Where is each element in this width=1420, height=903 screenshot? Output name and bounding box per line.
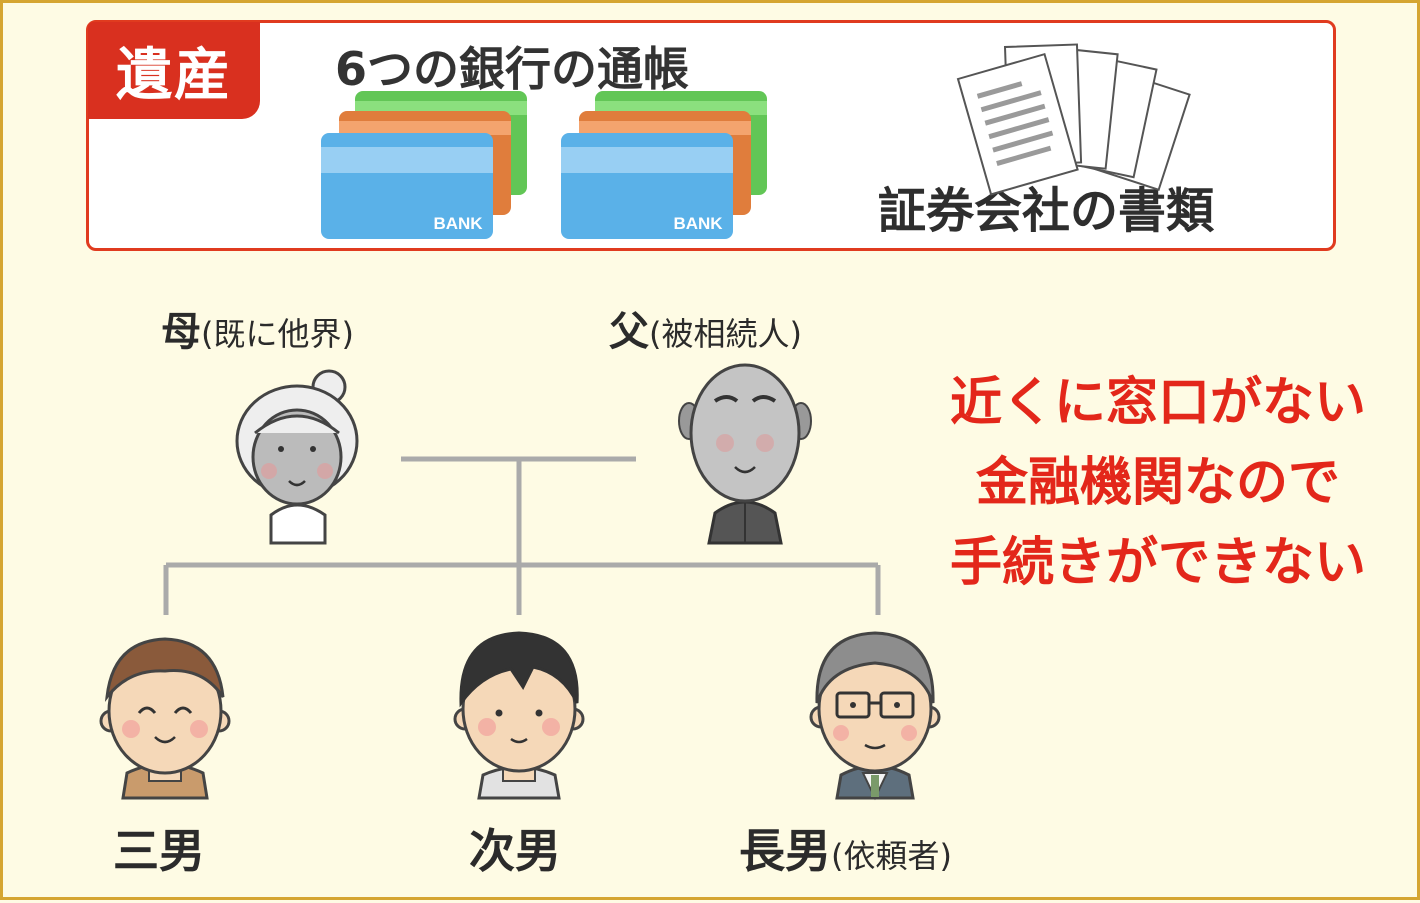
passbook-stack-left: BANK xyxy=(321,91,527,239)
warning-line: 近くに窓口がない xyxy=(949,373,1366,433)
second-son-avatar xyxy=(453,631,585,800)
eldest-son-note: (依頼者) xyxy=(831,837,952,875)
securities-documents-icon xyxy=(956,43,1191,196)
diagram-graphics: BANK BANK xyxy=(99,43,1191,801)
second-son-label: 次男 xyxy=(469,815,561,881)
father-name: 父 xyxy=(609,309,649,355)
mother-label: 母(既に他界) xyxy=(161,299,354,357)
securities-label: 証券会社の書類 xyxy=(878,183,1215,239)
eldest-son-label: 長男(依頼者) xyxy=(739,815,952,881)
warning-line: 手続きができない xyxy=(949,533,1366,593)
father-label: 父(被相続人) xyxy=(609,299,802,357)
mother-note: (既に他界) xyxy=(201,315,354,353)
mother-name: 母 xyxy=(161,309,201,355)
family-tree-lines xyxy=(163,456,881,615)
warning-message: 近くに窓口がない 金融機関なので 手続きができない xyxy=(908,363,1408,603)
third-son-avatar xyxy=(99,637,231,800)
second-son-name: 次男 xyxy=(469,824,561,878)
warning-line: 金融機関なので xyxy=(975,453,1340,513)
third-son-name: 三男 xyxy=(113,824,205,878)
bank-card-text: BANK xyxy=(673,214,723,233)
passbooks-title: 6つの銀行の通帳 xyxy=(335,42,690,96)
father-note: (被相続人) xyxy=(649,315,802,353)
asset-tag: 遺産 xyxy=(88,22,260,119)
mother-avatar xyxy=(235,369,359,545)
eldest-son-avatar xyxy=(809,631,941,801)
bank-card-text: BANK xyxy=(433,214,483,233)
passbook-stack-right: BANK xyxy=(561,91,767,239)
eldest-son-name: 長男 xyxy=(739,824,831,878)
third-son-label: 三男 xyxy=(113,815,205,881)
father-avatar xyxy=(678,363,812,545)
